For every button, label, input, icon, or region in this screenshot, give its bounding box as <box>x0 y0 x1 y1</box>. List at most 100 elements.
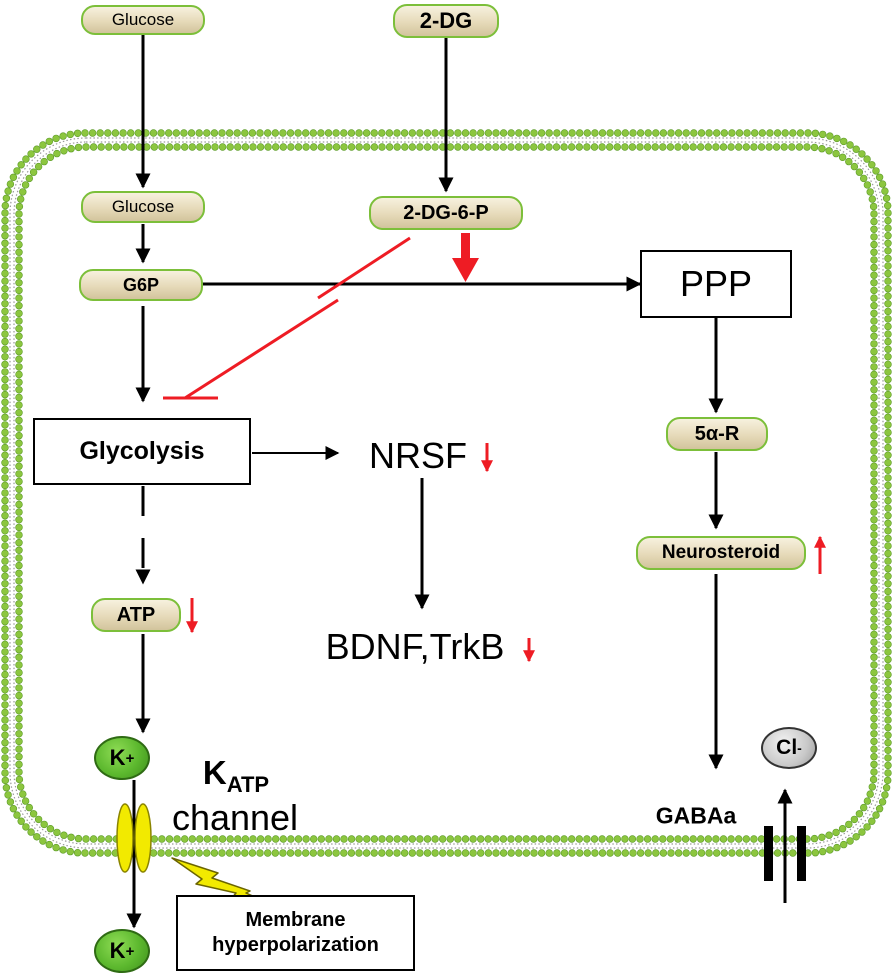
membrane-head-inner <box>499 143 508 151</box>
membrane-head-outer <box>796 129 805 137</box>
membrane-head-inner <box>742 835 750 843</box>
membrane-head-outer <box>884 232 892 240</box>
membrane-head-inner <box>17 195 25 203</box>
membrane-head-inner <box>15 401 23 409</box>
membrane-head-outer <box>884 292 892 300</box>
membrane-head-inner <box>870 462 878 470</box>
membrane-head-outer <box>461 849 470 857</box>
membrane-head-outer <box>773 849 782 857</box>
membrane-head-inner <box>105 835 113 843</box>
membrane-head-outer <box>499 129 508 137</box>
membrane-tail-layer <box>13 141 880 845</box>
potassium-ion-extracellular: K+ <box>94 929 150 973</box>
membrane-head-inner <box>15 714 23 723</box>
membrane-head-outer <box>884 738 892 747</box>
membrane-head-outer <box>560 849 569 857</box>
membrane-head-outer <box>884 277 892 285</box>
membrane-head-outer <box>33 145 41 153</box>
membrane-head-inner <box>15 630 23 639</box>
membrane-head-outer <box>1 443 9 452</box>
membrane-head-inner <box>46 824 55 833</box>
membrane-head-outer <box>606 849 614 857</box>
membrane-head-outer <box>882 783 891 792</box>
membrane-head-outer <box>598 849 607 857</box>
membrane-head-inner <box>347 143 356 151</box>
membrane-head-inner <box>651 143 659 151</box>
membrane-head-inner <box>60 147 68 155</box>
membrane-head-outer <box>2 783 11 792</box>
membrane-head-inner <box>870 225 878 234</box>
membrane-head-inner <box>439 835 447 843</box>
membrane-head-outer <box>1 633 9 641</box>
membrane-head-outer <box>884 368 892 376</box>
membrane-head-outer <box>180 129 188 137</box>
membrane-head-outer <box>195 129 203 137</box>
membrane-head-inner <box>727 143 735 151</box>
membrane-head-outer <box>875 173 884 182</box>
membrane-head-inner <box>401 835 409 843</box>
membrane-head-inner <box>772 835 781 843</box>
cl-charge: - <box>797 740 802 756</box>
membrane-head-outer <box>884 353 892 361</box>
membrane-head-outer <box>884 330 892 338</box>
membrane-head-outer <box>218 849 226 857</box>
membrane-head-inner <box>302 835 310 843</box>
membrane-head-inner <box>636 143 644 151</box>
membrane-head-inner <box>870 760 878 769</box>
membrane-head-outer <box>1 549 9 558</box>
membrane-head-inner <box>870 363 878 371</box>
membrane-head-outer <box>884 375 892 384</box>
membrane-head-outer <box>884 708 892 717</box>
membrane-head-outer <box>735 849 744 857</box>
membrane-head-outer <box>1 209 9 217</box>
membrane-head-outer <box>781 129 789 137</box>
membrane-head-inner <box>15 370 23 379</box>
membrane-head-inner <box>15 325 23 333</box>
membrane-head-outer <box>1 413 9 421</box>
membrane-head-outer <box>833 843 841 852</box>
membrane-head-inner <box>704 143 712 151</box>
membrane-head-inner <box>15 447 23 455</box>
membrane-head-outer <box>804 129 812 137</box>
membrane-head-outer <box>884 655 892 664</box>
membrane-head-inner <box>431 835 439 843</box>
membrane-head-inner <box>870 477 878 486</box>
membrane-head-inner <box>825 147 833 155</box>
membrane-head-outer <box>302 849 310 857</box>
membrane-head-outer <box>4 187 12 195</box>
membrane-head-inner <box>795 143 804 151</box>
membrane-head-outer <box>59 132 67 140</box>
membrane-head-inner <box>461 835 470 843</box>
membrane-head-inner <box>17 783 25 791</box>
membrane-head-outer <box>1 708 9 717</box>
membrane-head-outer <box>1 761 9 770</box>
membrane-head-inner <box>838 153 847 162</box>
membrane-head-outer <box>682 129 690 137</box>
membrane-head-outer <box>884 216 892 225</box>
membrane-head-inner <box>188 143 197 151</box>
membrane-head-inner <box>870 386 878 394</box>
membrane-head-inner <box>97 835 105 843</box>
membrane-head-outer <box>884 209 892 217</box>
membrane-head-outer <box>1 345 9 353</box>
membrane-head-inner <box>522 143 530 151</box>
membrane-head-inner <box>15 332 23 340</box>
membrane-head-outer <box>674 129 683 137</box>
membrane-head-outer <box>347 129 356 137</box>
membrane-head-outer <box>652 849 660 857</box>
membrane-head-inner <box>734 143 743 151</box>
membrane-head-outer <box>492 129 500 137</box>
membrane-head-outer <box>682 849 690 857</box>
membrane-head-outer <box>355 849 363 857</box>
membrane-head-outer <box>884 360 892 369</box>
membrane-head-inner <box>870 661 878 669</box>
membrane-head-outer <box>309 129 317 137</box>
membrane-head-inner <box>870 302 878 310</box>
membrane-head-outer <box>884 716 892 724</box>
membrane-head-outer <box>863 155 871 163</box>
membrane-head-outer <box>1 481 9 490</box>
membrane-head-outer <box>884 542 892 550</box>
membrane-head-inner <box>598 835 606 843</box>
membrane-head-outer <box>1 375 9 384</box>
membrane-head-outer <box>1 466 9 474</box>
